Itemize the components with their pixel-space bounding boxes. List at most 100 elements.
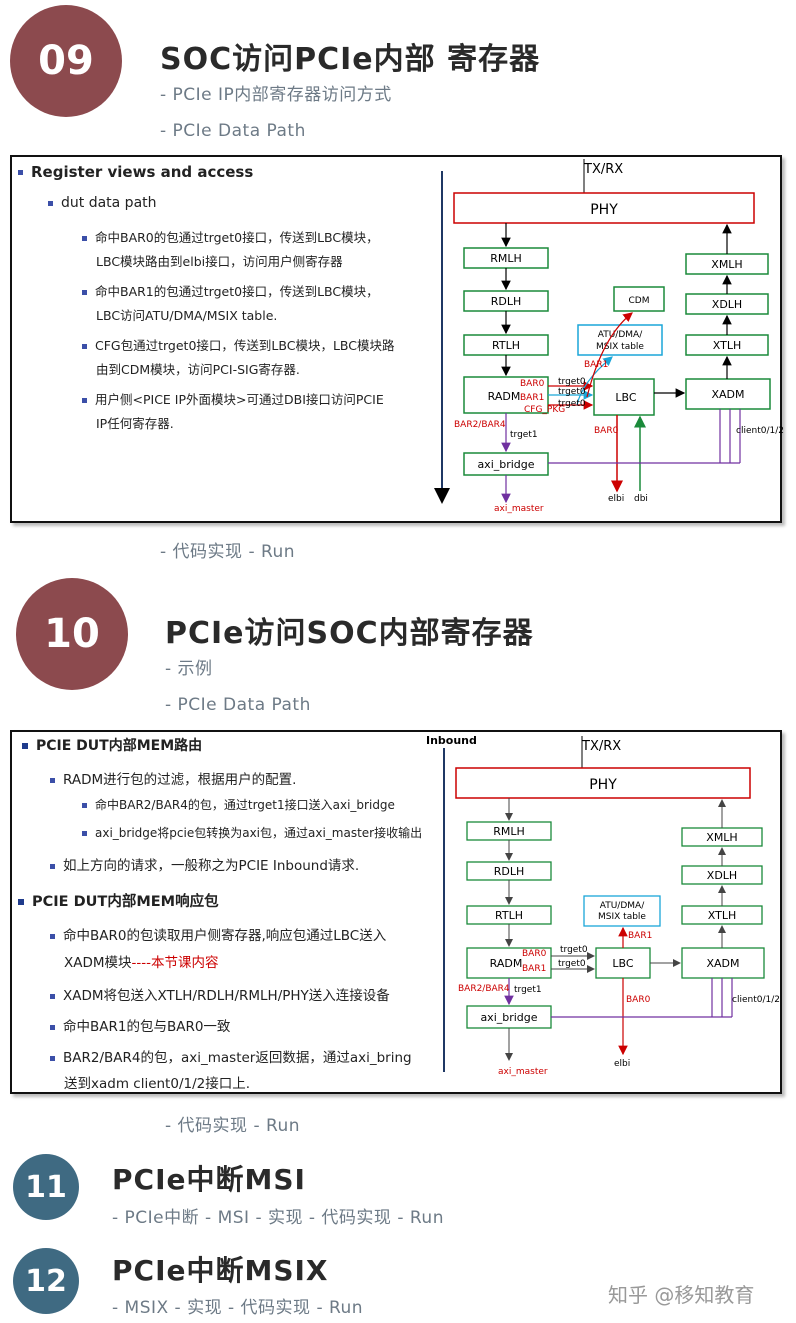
section-title: PCIe访问SOC内部寄存器 bbox=[165, 616, 534, 651]
slide-bullet: 命中BAR1的包与BAR0一致 bbox=[63, 1019, 231, 1035]
slide-bullet-cont: 送到xadm client0/1/2接口上. bbox=[64, 1076, 251, 1092]
bar1-label: BAR1 bbox=[584, 360, 608, 370]
slide-bullet-cont: IP任何寄存器. bbox=[96, 416, 174, 431]
bullet-icon bbox=[50, 993, 55, 999]
slide-note: ----本节课内容 bbox=[131, 955, 219, 971]
bullet-icon bbox=[50, 863, 55, 869]
atu-block bbox=[583, 895, 661, 927]
txrx-label: TX/RX bbox=[581, 739, 621, 754]
bullet-icon bbox=[50, 933, 55, 939]
section-run: - 代码实现 - Run bbox=[160, 542, 296, 562]
cdm-label: CDM bbox=[629, 296, 650, 306]
xadm-block bbox=[685, 378, 771, 410]
rtlh-label: RTLH bbox=[492, 339, 520, 352]
bar0-label: BAR0 bbox=[520, 379, 545, 389]
rmlh-label: RMLH bbox=[490, 252, 522, 265]
bullet-icon bbox=[82, 398, 87, 403]
lbc-block bbox=[595, 947, 651, 979]
inbound-label: Inbound bbox=[426, 734, 477, 747]
bullet-icon bbox=[18, 899, 24, 905]
slide-subheading: dut data path bbox=[61, 195, 157, 211]
slide-bullet: 命中BAR0的包读取用户侧寄存器,响应包通过LBC送入 bbox=[63, 928, 387, 944]
slide-bullet: 如上方向的请求，一般称之为PCIE Inbound请求. bbox=[63, 858, 360, 874]
slide-bullet: 命中BAR2/BAR4的包，通过trget1接口送入axi_bridge bbox=[95, 798, 395, 812]
slide-bullet: RADM进行包的过滤，根据用户的配置. bbox=[63, 772, 297, 788]
bullet-icon bbox=[82, 344, 87, 349]
slide-bullet: 命中BAR1的包通过trget0接口，传送到LBC模块， bbox=[95, 284, 379, 299]
rmlh-label: RMLH bbox=[493, 825, 525, 838]
axi-bridge-label: axi_bridge bbox=[477, 458, 534, 471]
bar0-label: BAR0 bbox=[522, 949, 547, 959]
section-subtitle: - MSIX - 实现 - 代码实现 - Run bbox=[112, 1298, 364, 1318]
slide-register-views: Register views and access dut data path … bbox=[10, 155, 784, 523]
bar0-label: BAR0 bbox=[626, 995, 651, 1005]
slide-inbound: PCIE DUT内部MEM路由 RADM进行包的过滤，根据用户的配置. 命中BA… bbox=[10, 730, 782, 1094]
elbi-label: elbi bbox=[608, 494, 624, 504]
phy-label: PHY bbox=[589, 777, 617, 793]
bullet-icon bbox=[50, 1024, 55, 1030]
slide-heading: PCIE DUT内部MEM路由 bbox=[36, 738, 203, 754]
client-label: client0/1/2 bbox=[736, 426, 784, 436]
bar1-label: BAR1 bbox=[520, 393, 544, 403]
slide-heading: Register views and access bbox=[31, 163, 254, 181]
trget0-label: trget0 bbox=[558, 399, 586, 409]
trget1-label: trget1 bbox=[510, 430, 538, 440]
xadm-label: XADM bbox=[711, 388, 744, 401]
bullet-icon bbox=[22, 743, 28, 749]
xadm-label: XADM bbox=[706, 957, 739, 970]
phy-block bbox=[453, 192, 755, 224]
section-run: - 代码实现 - Run bbox=[165, 1116, 301, 1136]
section-subtitle: - 示例 bbox=[165, 659, 213, 679]
section-subtitle: - PCIe IP内部寄存器访问方式 bbox=[160, 85, 392, 105]
client-label: client0/1/2 bbox=[732, 995, 780, 1005]
bar2-bar4-label: BAR2/BAR4 bbox=[454, 420, 506, 430]
slide-bullet: CFG包通过trget0接口，传送到LBC模块，LBC模块路 bbox=[95, 338, 395, 353]
slide-bullet: BAR2/BAR4的包，axi_master返回数据，通过axi_bring bbox=[63, 1050, 412, 1066]
slide-bullet: 命中BAR0的包通过trget0接口，传送到LBC模块， bbox=[95, 230, 379, 245]
lbc-label: LBC bbox=[612, 957, 633, 970]
rdlh-label: RDLH bbox=[494, 865, 525, 878]
section-subtitle: - PCIe中断 - MSI - 实现 - 代码实现 - Run bbox=[112, 1208, 444, 1228]
xtlh-label: XTLH bbox=[708, 909, 736, 922]
radm-block bbox=[466, 947, 552, 979]
axi-master-label: axi_master bbox=[494, 504, 544, 514]
cfg-pkg-label: CFG_PKG bbox=[524, 405, 565, 415]
section-title: PCIe中断MSIX bbox=[112, 1254, 329, 1287]
radm-block bbox=[463, 376, 549, 414]
data-path-diagram: TX/RX PHY RMLH RDLH RTLH RADM XMLH XDLH … bbox=[434, 159, 784, 514]
xdlh-label: XDLH bbox=[712, 298, 742, 311]
slide-bullet-cont: 由到CDM模块，访问PCI-SIG寄存器. bbox=[96, 362, 300, 377]
slide-bullet-cont: LBC模块路由到elbi接口，访问用户侧寄存器 bbox=[96, 254, 343, 269]
radm-label: RADM bbox=[490, 957, 523, 970]
phy-label: PHY bbox=[590, 202, 618, 218]
atu-label: ATU/DMA/ bbox=[600, 901, 645, 911]
bullet-icon bbox=[82, 236, 87, 241]
watermark: 知乎 @移知教育 bbox=[608, 1283, 755, 1307]
slide-bullet: 用户侧<PICE IP外面模块>可通过DBI接口访问PCIE bbox=[95, 392, 384, 407]
atu-label: ATU/DMA/ bbox=[598, 330, 643, 340]
atu-label: MSIX table bbox=[598, 912, 646, 922]
section-number-circle: 09 bbox=[10, 5, 122, 117]
slide-bullet-cont: LBC访问ATU/DMA/MSIX table. bbox=[96, 308, 278, 323]
xadm-block bbox=[681, 947, 765, 979]
section-title: SOC访问PCIe内部 寄存器 bbox=[160, 42, 541, 77]
rtlh-label: RTLH bbox=[495, 909, 523, 922]
lbc-block bbox=[593, 378, 655, 416]
bullet-icon bbox=[18, 170, 23, 175]
txrx-label: TX/RX bbox=[583, 162, 623, 177]
slide-bullet-cont: XADM模块 bbox=[64, 955, 132, 971]
section-title: PCIe中断MSI bbox=[112, 1163, 306, 1196]
elbi-label: elbi bbox=[614, 1059, 630, 1069]
xmlh-label: XMLH bbox=[706, 831, 737, 844]
bar2-bar4-label: BAR2/BAR4 bbox=[458, 984, 510, 994]
trget0-label: trget0 bbox=[558, 387, 586, 397]
slide-bullet: axi_bridge将pcie包转换为axi包，通过axi_master接收输出 bbox=[95, 826, 423, 840]
section-number-circle: 12 bbox=[13, 1248, 79, 1314]
trget1-label: trget1 bbox=[514, 985, 542, 995]
bar1-label: BAR1 bbox=[522, 964, 546, 974]
xdlh-label: XDLH bbox=[707, 869, 737, 882]
bar1-label: BAR1 bbox=[628, 931, 652, 941]
xtlh-label: XTLH bbox=[713, 339, 741, 352]
bullet-icon bbox=[48, 200, 53, 206]
lbc-label: LBC bbox=[615, 391, 636, 404]
